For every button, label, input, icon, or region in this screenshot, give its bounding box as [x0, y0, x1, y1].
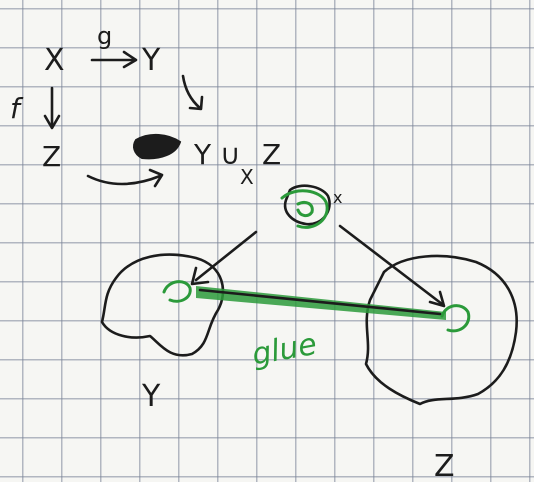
arrow-z-to-pushout-head	[148, 168, 164, 188]
arrow-y-to-pushout-head	[188, 95, 204, 111]
label-glue: glue	[249, 327, 319, 373]
label-pushout: Y ∪	[193, 138, 241, 171]
scribble-blot	[133, 134, 182, 160]
arrow-x-to-y	[194, 230, 258, 282]
arrow-y-to-pushout	[181, 74, 202, 110]
label-pushout-sub: X	[240, 165, 254, 189]
arrow-f-head	[43, 114, 61, 130]
arrow-x-to-y-head	[190, 266, 210, 286]
label-z-bottom: Z	[434, 449, 455, 482]
small-x-green	[280, 189, 329, 229]
arrow-z-to-pushout	[86, 174, 162, 186]
label-y: Y	[141, 43, 161, 78]
label-f: f	[10, 92, 24, 125]
label-z: Z	[42, 140, 61, 173]
label-g: g	[97, 22, 112, 50]
y-patch	[162, 280, 192, 303]
arrow-g-head	[122, 50, 138, 69]
arrow-x-to-z	[338, 224, 444, 306]
label-pushout-z: Z	[262, 138, 281, 171]
y-blob	[100, 253, 225, 357]
z-blob	[364, 254, 518, 406]
small-x-inner	[296, 200, 314, 218]
label-x: X	[44, 43, 65, 78]
label-y-bottom: Y	[141, 379, 161, 414]
z-patch	[440, 304, 471, 333]
label-x-small: x	[333, 188, 342, 207]
glue-line	[198, 288, 442, 316]
arrow-x-to-z-head	[428, 290, 446, 308]
